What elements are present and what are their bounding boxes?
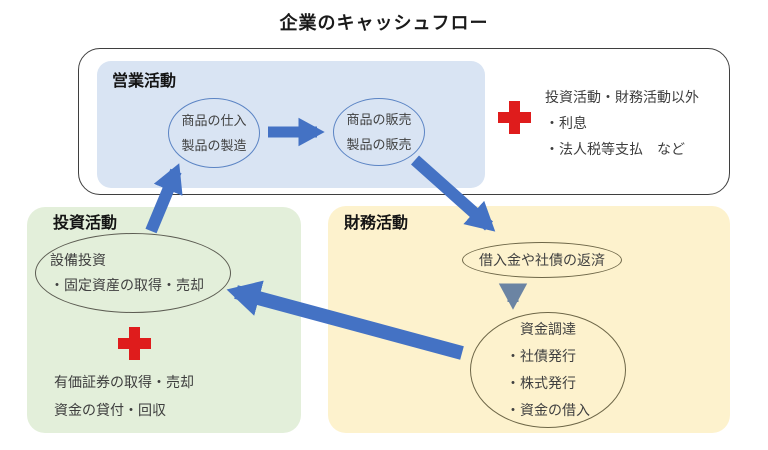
sales-line2: 製品の販売 — [346, 137, 412, 152]
operating-note-line2: ・利息 — [545, 115, 587, 131]
operating-note: 投資活動・財務活動以外 ・利息 ・法人税等支払 など — [545, 84, 699, 162]
sales-line1: 商品の販売 — [346, 112, 412, 127]
plus-icon — [498, 101, 531, 134]
debt-repayment-ellipse: 借入金や社債の返済 — [462, 242, 622, 278]
invest-ellipse-line2: ・固定資産の取得・売却 — [50, 277, 204, 293]
funding-title: 資金調達 — [520, 321, 576, 337]
operating-label: 営業活動 — [112, 73, 177, 90]
financing-label: 財務活動 — [344, 215, 409, 232]
investing-note-line1: 有価証券の取得・売却 — [54, 374, 194, 390]
investing-label: 投資活動 — [53, 215, 118, 232]
capital-investment-ellipse: 設備投資 ・固定資産の取得・売却 — [35, 233, 231, 313]
purchase-line2: 製品の製造 — [181, 138, 247, 153]
repayment-text: 借入金や社債の返済 — [479, 251, 605, 268]
invest-ellipse-line1: 設備投資 — [50, 252, 106, 268]
operating-note-line1: 投資活動・財務活動以外 — [545, 89, 699, 105]
funding-item2: ・株式発行 — [506, 375, 576, 391]
operating-note-line3: ・法人税等支払 など — [545, 141, 685, 157]
purchase-line1: 商品の仕入 — [181, 113, 247, 128]
investing-note-line2: 資金の貸付・回収 — [54, 402, 166, 418]
plus-icon — [118, 327, 151, 360]
page-title: 企業のキャッシュフロー — [279, 13, 489, 33]
funding-items: ・社債発行 ・株式発行 ・資金の借入 — [506, 343, 590, 424]
sales-ellipse: 商品の販売 製品の販売 — [333, 98, 425, 166]
purchase-production-ellipse: 商品の仕入 製品の製造 — [168, 98, 260, 168]
funding-item1: ・社債発行 — [506, 348, 576, 364]
fund-raising-ellipse: 資金調達 ・社債発行 ・株式発行 ・資金の借入 — [470, 312, 626, 428]
investing-note: 有価証券の取得・売却 資金の貸付・回収 — [54, 368, 194, 424]
funding-item3: ・資金の借入 — [506, 402, 590, 418]
